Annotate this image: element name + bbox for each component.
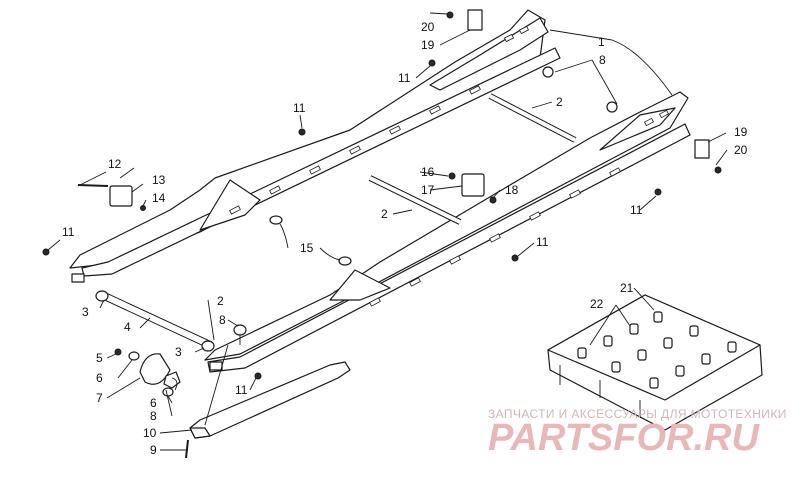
- callout-label: 11: [235, 383, 248, 397]
- callout-label: 11: [62, 225, 75, 239]
- callout-label: 1: [598, 35, 605, 49]
- wear-strip: [185, 361, 351, 459]
- callout-label: 8: [150, 409, 157, 423]
- callout-label: 18: [505, 183, 519, 197]
- callout-label: 9: [150, 443, 157, 457]
- leader-lines: [47, 12, 728, 451]
- track-studs: [577, 311, 737, 389]
- callout-label: 22: [590, 297, 604, 311]
- callout-label: 14: [152, 191, 166, 205]
- track-section: [547, 294, 763, 431]
- callout-label: 21: [620, 281, 634, 295]
- callout-label: 3: [175, 345, 182, 359]
- cross-shafts: [95, 93, 577, 352]
- watermark-logo: PARTSFOR.RU: [488, 417, 760, 459]
- callout-label: 11: [398, 71, 411, 85]
- callouts: 1 2 2 2 3 3 4 5 6 6 7 8 8 8 9 10 11 11 1…: [62, 20, 748, 457]
- slide-rail-front: [204, 91, 691, 373]
- callout-label: 3: [82, 305, 89, 319]
- callout-label: 19: [734, 125, 748, 139]
- callout-label: 20: [421, 20, 435, 34]
- callout-label: 13: [152, 173, 166, 187]
- rail-slots-rear: [229, 25, 530, 215]
- watermark: ЗАПЧАСТИ И АКСЕССУАРЫ ДЛЯ МОТОТЕХНИКИ PA…: [488, 407, 787, 459]
- callout-label: 16: [421, 165, 435, 179]
- callout-label: 2: [381, 207, 388, 221]
- hardware: [42, 9, 722, 397]
- callout-label: 19: [421, 38, 435, 52]
- callout-label: 4: [124, 320, 131, 334]
- callout-label: 12: [108, 157, 122, 171]
- callout-label: 11: [630, 203, 643, 217]
- callout-label: 11: [536, 235, 549, 249]
- slide-rail-rear: [69, 9, 561, 283]
- callout-label: 11: [293, 101, 306, 115]
- callout-label: 2: [556, 95, 563, 109]
- callout-label: 17: [421, 183, 435, 197]
- callout-label: 7: [96, 391, 103, 405]
- callout-label: 2: [217, 294, 224, 308]
- callout-label: 8: [599, 53, 606, 67]
- rail-slots-front: [369, 109, 670, 307]
- callout-label: 20: [734, 143, 748, 157]
- callout-label: 8: [219, 313, 226, 327]
- callout-label: 6: [96, 371, 103, 385]
- callout-label: 6: [150, 396, 157, 410]
- watermark-caption: ЗАПЧАСТИ И АКСЕССУАРЫ ДЛЯ МОТОТЕХНИКИ: [488, 407, 787, 421]
- callout-label: 15: [300, 241, 314, 255]
- callout-label: 5: [96, 351, 103, 365]
- callout-label: 10: [143, 426, 157, 440]
